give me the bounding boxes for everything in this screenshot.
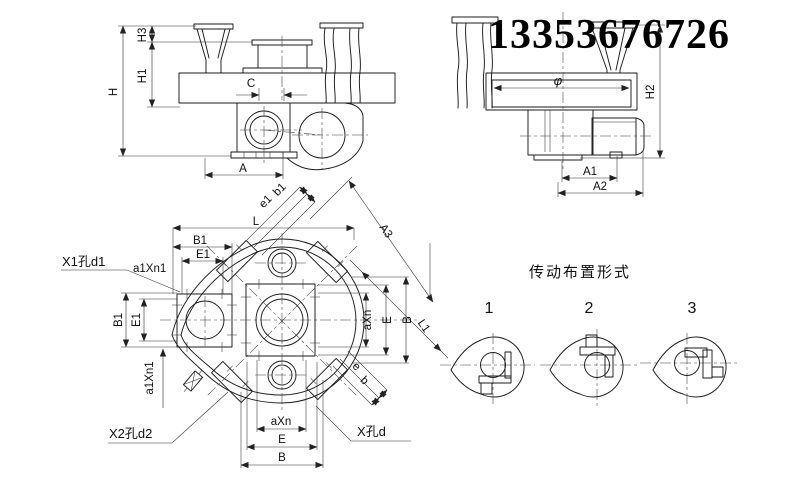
- dim-label-phi: φ: [554, 73, 563, 88]
- variant-2-diagram: [540, 329, 637, 407]
- dim-label-H3: H3: [137, 28, 149, 43]
- variant-3-label: 3: [688, 300, 697, 317]
- dim-label-A1: A1: [583, 166, 597, 178]
- dim-label-aXn-right: aXn: [362, 310, 374, 330]
- dim-label-H2: H2: [645, 85, 657, 100]
- side-elevation-view: φ H2 A1 A2: [451, 12, 665, 197]
- variant-3-diagram: [640, 333, 740, 407]
- arrangement-diagrams: 传动布置形式 1 2 3: [440, 264, 740, 407]
- label-a1Xn1-top: a1Xn1: [133, 263, 166, 275]
- side-lower-body: [527, 109, 594, 161]
- side-funnel-left: [451, 16, 499, 109]
- front-elevation-view: H H3 H1 C A: [108, 22, 396, 179]
- plan-bottom-dimensions: aXn E B: [240, 360, 324, 469]
- dim-label-b: b: [358, 374, 371, 387]
- plan-hole-callouts: X1孔d1 a1Xn1 X2孔d2 X孔d: [61, 254, 411, 444]
- front-funnel-right: [319, 22, 364, 104]
- label-a1Xn1-left: a1Xn1: [144, 361, 156, 394]
- front-centerlines: [240, 36, 368, 170]
- side-funnel-right: [588, 21, 637, 74]
- variant-1-diagram: [440, 333, 535, 407]
- phone-number-watermark: 13353676726: [488, 12, 730, 58]
- plan-top-dimensions: L B1 E1: [172, 216, 355, 294]
- label-X2-hole: X2孔d2: [109, 426, 152, 441]
- dim-label-L1: L1: [415, 318, 432, 335]
- plan-left-flange: [176, 293, 233, 348]
- front-cylinder: [242, 39, 323, 74]
- front-funnel-left: [193, 23, 234, 74]
- dim-label-b1: b1: [271, 181, 289, 199]
- dim-label-C: C: [247, 78, 255, 90]
- dim-label-E1-top: E1: [196, 249, 210, 261]
- variant-1-label: 1: [485, 300, 494, 317]
- dim-label-E-bottom: E: [278, 434, 286, 446]
- dim-label-L: L: [253, 216, 260, 228]
- dim-label-H: H: [108, 88, 120, 96]
- plan-centerlines: [160, 233, 418, 410]
- dim-label-E1-left: E1: [131, 313, 143, 327]
- plan-view: L B1 E1 e1 b1 A3 L1 aXn E: [61, 176, 449, 469]
- side-centerlines: [520, 12, 652, 170]
- plan-input-shaft: [182, 370, 204, 392]
- dim-label-B1-left: B1: [113, 313, 125, 327]
- front-dimensions: H H3 H1 C A: [108, 25, 307, 179]
- dim-label-B1-top: B1: [193, 235, 207, 247]
- dim-label-e: e: [350, 360, 363, 373]
- front-lower-housing: [230, 102, 364, 171]
- dim-label-B-bottom: B: [278, 452, 286, 464]
- dim-label-E-right: E: [382, 316, 394, 324]
- dim-label-H1: H1: [137, 69, 149, 84]
- front-body-slab: [178, 72, 396, 104]
- dim-label-B-right: B: [402, 316, 414, 324]
- plan-tab-sw: [211, 358, 256, 403]
- dim-label-e1: e1: [257, 193, 275, 211]
- label-X1-hole: X1孔d1: [62, 254, 105, 269]
- side-motor: [591, 117, 645, 159]
- variant-2-label: 2: [585, 300, 594, 317]
- side-dimensions: φ H2 A1 A2: [493, 24, 665, 197]
- plan-diagonal-dimensions: A3 L1: [309, 176, 449, 359]
- arrangement-title: 传动布置形式: [529, 264, 631, 281]
- plan-right-dimensions: aXn E B: [318, 276, 414, 364]
- plan-left-dimensions: B1 E1 a1Xn1: [113, 292, 177, 408]
- label-X-hole: X孔d: [357, 424, 386, 439]
- dim-label-A: A: [239, 163, 247, 175]
- dim-label-aXn-bottom: aXn: [271, 416, 291, 428]
- dim-label-A2: A2: [593, 181, 607, 193]
